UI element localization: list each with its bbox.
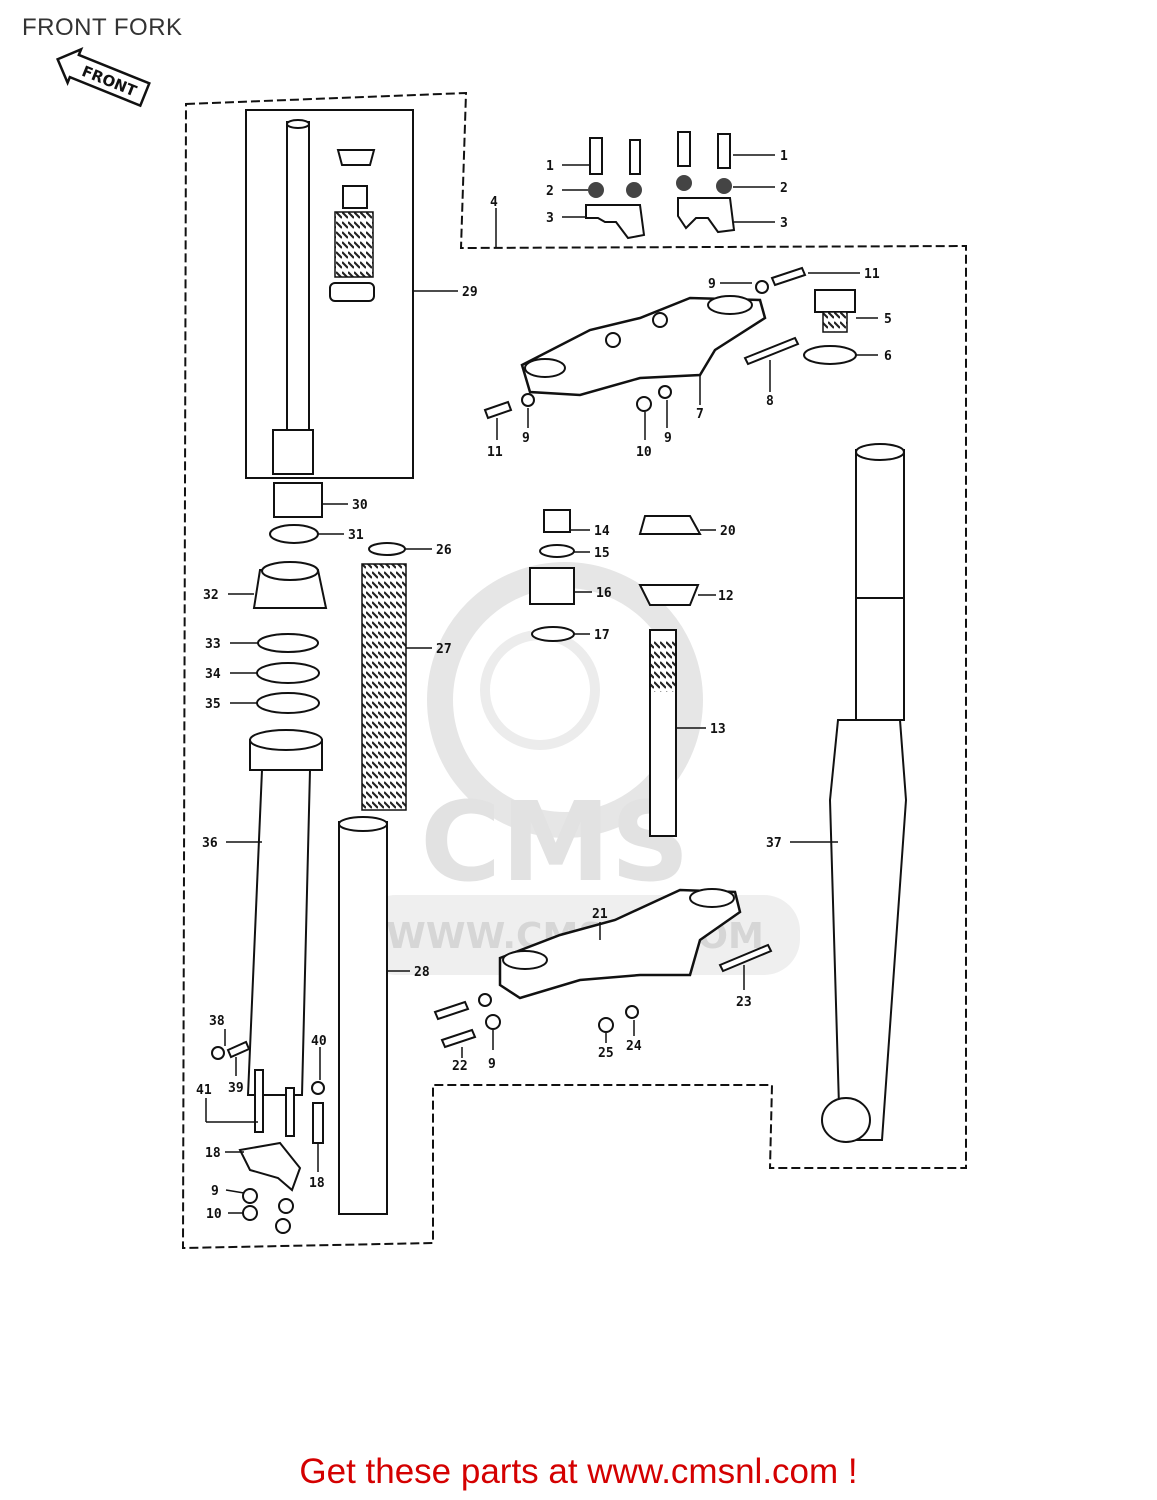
callout-10: 10	[206, 1207, 222, 1222]
axle-clamp-hardware	[211, 1040, 325, 1234]
left-outer-tube	[246, 729, 323, 1096]
bushing-and-washer	[269, 482, 323, 544]
watermark-brand: CMS	[420, 778, 689, 906]
callout-32: 32	[203, 588, 219, 603]
damper-tube	[338, 816, 388, 1215]
handlebar-clamp-bolts	[585, 131, 736, 240]
callout-21: 21	[592, 907, 608, 922]
callout-9: 9	[708, 277, 716, 292]
callout-30: 30	[352, 498, 368, 513]
callout-2: 2	[546, 184, 554, 199]
bracket-bolts	[483, 266, 807, 420]
fork-spring	[361, 542, 407, 811]
callout-14: 14	[594, 524, 610, 539]
inner-tube	[272, 119, 314, 475]
callout-26: 26	[436, 543, 452, 558]
callout-15: 15	[594, 546, 610, 561]
callout-24: 24	[626, 1039, 642, 1054]
callout-3: 3	[780, 216, 788, 231]
steering-bearing-races	[638, 515, 702, 606]
right-fork-leg	[821, 443, 908, 1143]
callout-13: 13	[710, 722, 726, 737]
assembly-boundary	[181, 91, 967, 1250]
leader-lines	[205, 154, 878, 1214]
callout-17: 17	[594, 628, 610, 643]
callout-38: 38	[209, 1014, 225, 1029]
callout-37: 37	[766, 836, 782, 851]
callout-2: 2	[780, 181, 788, 196]
callout-6: 6	[884, 349, 892, 364]
callout-18: 18	[205, 1146, 221, 1161]
front-arrow: FRONT	[56, 46, 151, 108]
callout-1: 1	[780, 149, 788, 164]
damper-stack	[329, 149, 376, 302]
callout-29: 29	[462, 285, 478, 300]
callout-12: 12	[718, 589, 734, 604]
callout-20: 20	[720, 524, 736, 539]
callout-27: 27	[436, 642, 452, 657]
callout-36: 36	[202, 836, 218, 851]
callout-41: 41	[196, 1083, 212, 1098]
steering-nut-stack	[529, 509, 575, 642]
callout-40: 40	[311, 1034, 327, 1049]
callout-9: 9	[522, 431, 530, 446]
callout-35: 35	[205, 697, 221, 712]
callout-34: 34	[205, 667, 221, 682]
fork-seals	[252, 561, 328, 714]
callout-7: 7	[696, 407, 704, 422]
callout-9: 9	[211, 1184, 219, 1199]
callout-25: 25	[598, 1046, 614, 1061]
callout-1: 1	[546, 159, 554, 174]
callout-18: 18	[309, 1176, 325, 1191]
callout-10: 10	[636, 445, 652, 460]
callout-16: 16	[596, 586, 612, 601]
part-callouts: 1 1 2 2 3 3 4 5 6 7 8 9 9 9 9 9 10 10 11…	[196, 149, 892, 1222]
callout-9: 9	[488, 1057, 496, 1072]
page-title: FRONT FORK	[22, 14, 183, 41]
callout-28: 28	[414, 965, 430, 980]
callout-5: 5	[884, 312, 892, 327]
callout-31: 31	[348, 528, 364, 543]
callout-9: 9	[664, 431, 672, 446]
callout-4: 4	[490, 195, 498, 210]
lower-fork-bracket	[498, 888, 742, 1000]
stem-cap-bolt	[803, 289, 857, 365]
callout-11: 11	[487, 445, 503, 460]
callout-8: 8	[766, 394, 774, 409]
callout-3: 3	[546, 211, 554, 226]
lower-bracket-bolts	[433, 943, 773, 1049]
callout-39: 39	[228, 1081, 244, 1096]
footer-cta-link[interactable]: Get these parts at www.cmsnl.com !	[299, 1452, 858, 1491]
steering-stem	[649, 629, 677, 837]
callout-33: 33	[205, 637, 221, 652]
callout-23: 23	[736, 995, 752, 1010]
inner-tube-group-box	[245, 109, 414, 479]
callout-11: 11	[864, 267, 880, 282]
upper-fork-bracket	[520, 295, 767, 397]
callout-22: 22	[452, 1059, 468, 1074]
